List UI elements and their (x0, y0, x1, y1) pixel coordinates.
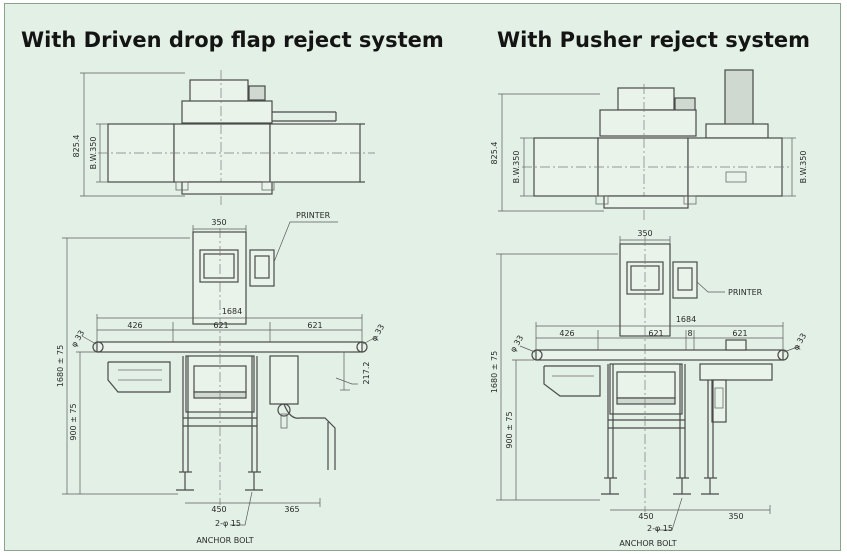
left-dia-left: φ 33 (69, 329, 86, 349)
left-top-width: 350 (211, 218, 226, 227)
left-overall-length: 1684 (222, 307, 242, 316)
right-base-offset: 350 (728, 512, 743, 521)
left-conveyor-height: 900 ± 75 (69, 403, 78, 440)
right-top-width: 350 (637, 229, 652, 238)
right-segment-gap: 8 (687, 329, 692, 338)
right-total-height: 1680 ± 75 (490, 351, 499, 393)
right-segment-a: 426 (559, 329, 574, 338)
right-plan-view (498, 69, 796, 220)
left-total-height: 1680 ± 75 (56, 345, 65, 387)
left-printer-label: PRINTER (296, 211, 331, 220)
left-flap-height: 217.2 (362, 362, 371, 385)
left-segment-a: 426 (127, 321, 142, 330)
right-anchor-bolt: ANCHOR BOLT (619, 539, 676, 548)
left-base-offset: 365 (284, 505, 299, 514)
right-segment-b: 621 (648, 329, 663, 338)
left-anchor-bolt: ANCHOR BOLT (196, 536, 253, 545)
right-overall-length: 1684 (676, 315, 696, 324)
right-bolt-holes: 2-φ 15 (647, 524, 673, 533)
right-plan-height: 825.4 (490, 142, 499, 165)
right-base-width: 450 (638, 512, 653, 521)
left-dia-right: φ 33 (369, 323, 386, 343)
left-elevation (62, 221, 379, 526)
right-plan-belt-width-left: B.W.350 (512, 151, 521, 184)
left-plan-height: 825.4 (72, 135, 81, 158)
right-elevation (496, 236, 801, 531)
right-conveyor-height: 900 ± 75 (505, 411, 514, 448)
right-dia-left: φ 33 (508, 334, 525, 354)
drawing-sheet: With Driven drop flap reject system With… (4, 3, 841, 551)
left-bolt-holes: 2-φ 15 (215, 519, 241, 528)
left-segment-b: 621 (213, 321, 228, 330)
left-base-width: 450 (211, 505, 226, 514)
right-segment-c: 621 (732, 329, 747, 338)
right-dia-right: φ 33 (791, 332, 808, 352)
title-pusher: With Pusher reject system (497, 28, 811, 52)
right-plan-belt-width-right: B.W.350 (799, 151, 808, 184)
right-printer-label: PRINTER (728, 288, 763, 297)
left-plan-belt-width: B.W.350 (89, 137, 98, 170)
left-segment-c: 621 (307, 321, 322, 330)
title-drop-flap: With Driven drop flap reject system (21, 28, 444, 52)
left-plan-view (80, 70, 375, 205)
